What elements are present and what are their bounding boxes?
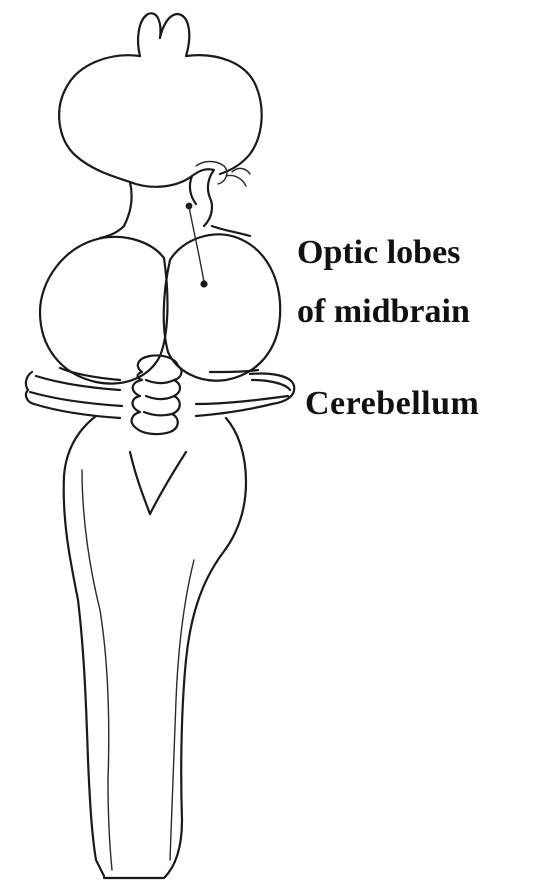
cerebellum bbox=[26, 368, 294, 418]
spinal-cord-inner bbox=[82, 470, 194, 870]
olfactory-lobes bbox=[138, 13, 189, 56]
diencephalon bbox=[130, 169, 214, 226]
label-optic-lobes-line2: of midbrain bbox=[297, 295, 470, 329]
label-optic-lobes-line1: Optic lobes bbox=[297, 236, 460, 270]
cerebellum-vermis bbox=[132, 355, 182, 434]
optic-lobe-right bbox=[164, 234, 280, 380]
cerebrum bbox=[59, 55, 262, 226]
medulla-oblongata bbox=[64, 416, 246, 878]
optic-lobe-left bbox=[40, 237, 167, 384]
fourth-ventricle bbox=[130, 452, 186, 514]
pointer-dot-lower bbox=[200, 280, 207, 287]
label-cerebellum: Cerebellum bbox=[305, 387, 479, 421]
pointer-line bbox=[189, 206, 204, 282]
